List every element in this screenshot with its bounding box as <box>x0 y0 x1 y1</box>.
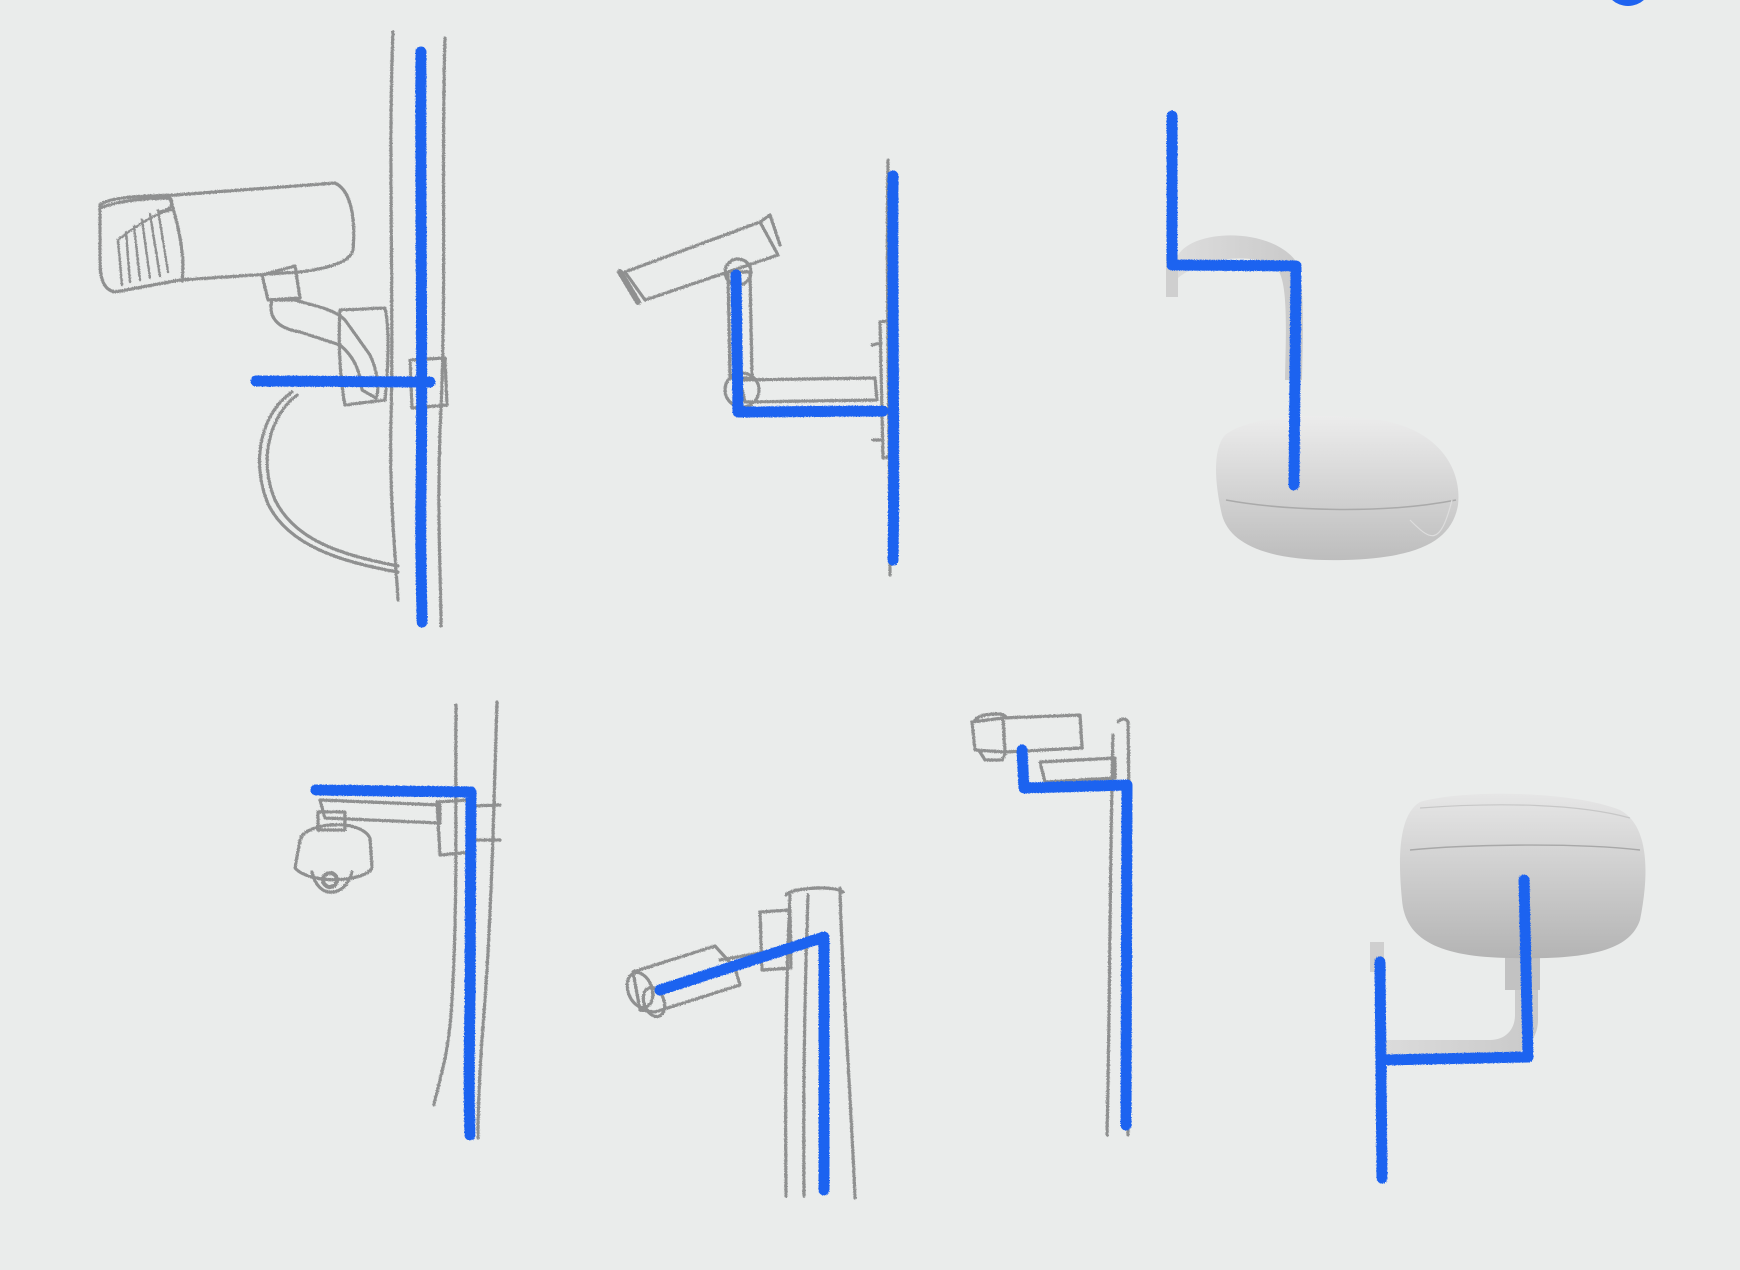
wall-line-right <box>439 38 445 626</box>
cable-loop <box>267 395 398 566</box>
dome-housing <box>295 825 372 880</box>
camera-body <box>1003 715 1082 752</box>
wall-line-right <box>478 702 497 1138</box>
wall-bracket-highlight <box>256 52 430 622</box>
arm-support <box>1040 758 1115 782</box>
wall-line-left <box>434 705 456 1105</box>
corner-indicator-icon <box>1604 0 1652 6</box>
camera-body <box>625 222 778 300</box>
bracket-neck <box>262 266 300 300</box>
hook-arm <box>1178 235 1303 380</box>
pole-cap <box>786 888 843 895</box>
wall-line-left <box>391 32 398 600</box>
camera-front <box>972 718 1005 752</box>
pole-mount-highlight <box>660 937 824 1190</box>
rendered-dome-camera-icon <box>1370 794 1645 1060</box>
rendered-pod-camera-icon <box>1166 235 1458 560</box>
box-camera-icon <box>972 714 1130 1135</box>
pole-line-left <box>1107 735 1113 1135</box>
pole-line-right <box>840 888 855 1198</box>
camera-lens-hatch <box>118 210 172 285</box>
wall-bracket-camera-icon <box>100 32 447 626</box>
dome-bracket-highlight <box>316 790 471 1135</box>
pod-body <box>1216 416 1458 560</box>
l-arm-highlight <box>736 176 894 560</box>
l-arm-camera-icon <box>620 160 895 575</box>
